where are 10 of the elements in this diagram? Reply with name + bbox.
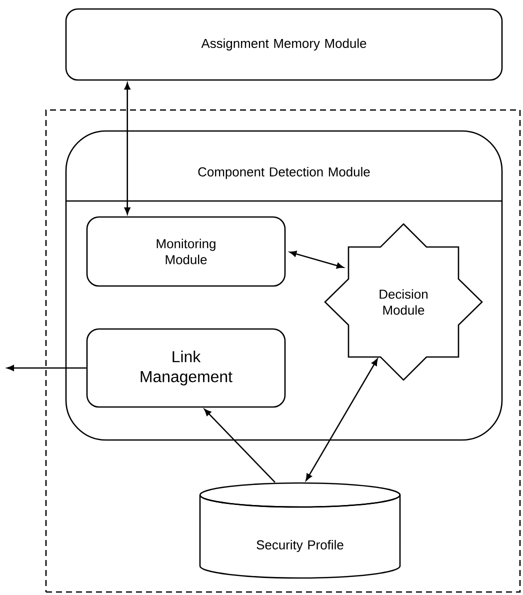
arrow xyxy=(290,250,344,269)
arrow xyxy=(6,365,86,371)
arrow xyxy=(306,358,378,481)
module-box: Assignment Memory Module xyxy=(65,8,503,81)
arrow xyxy=(124,82,130,214)
module-box: Link Management xyxy=(86,328,286,408)
dashed-boundary xyxy=(45,109,521,593)
arrow xyxy=(204,408,276,483)
database-cylinder: Security Profile xyxy=(199,482,401,579)
module-box: Monitoring Module xyxy=(86,216,286,287)
